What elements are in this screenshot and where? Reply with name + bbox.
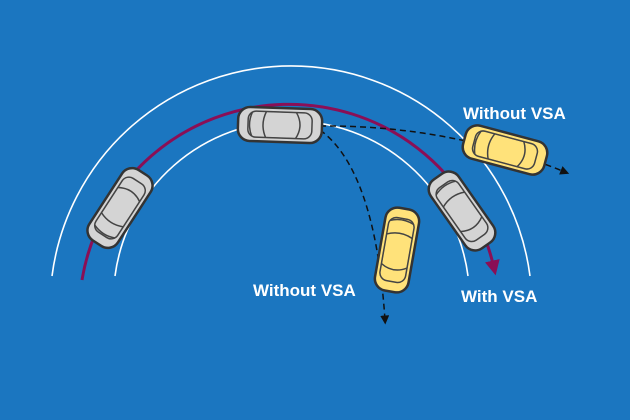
gray-car-with-vsa (422, 165, 502, 257)
label-without-vsa-top: Without VSA (463, 104, 566, 123)
label-with-vsa: With VSA (461, 287, 538, 306)
without-vsa-path-outward (319, 125, 570, 175)
gray-car-entering (81, 162, 159, 254)
road-outer-edge (51, 65, 531, 277)
gray-car-top (236, 105, 324, 145)
yellow-car-oversteer (371, 204, 423, 296)
label-without-vsa-bottom: Without VSA (253, 281, 356, 300)
yellow-car-understeer (458, 121, 552, 179)
